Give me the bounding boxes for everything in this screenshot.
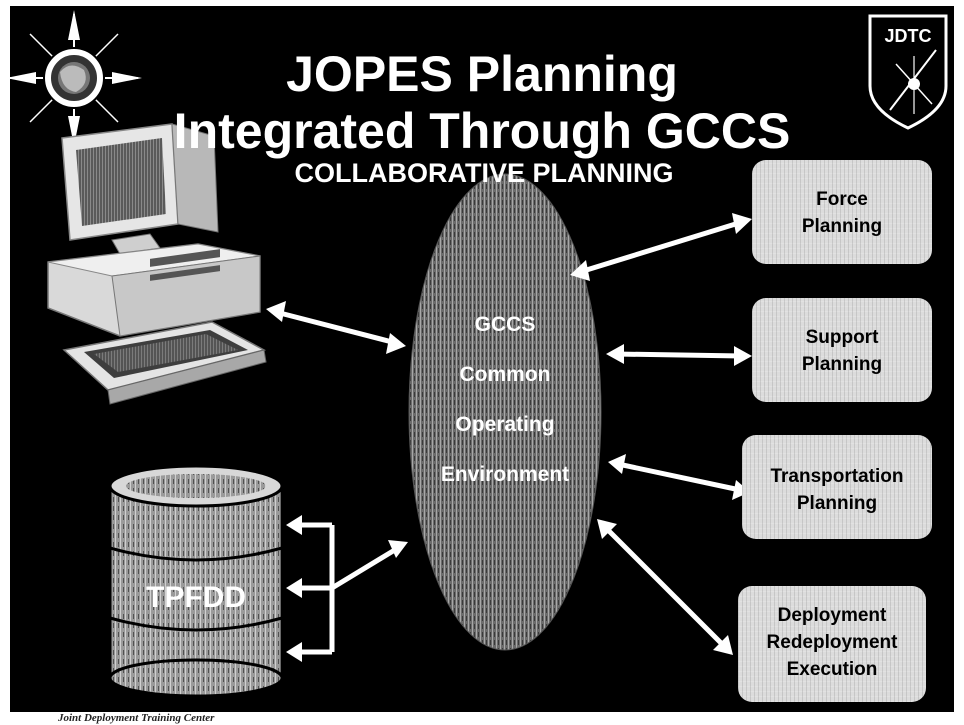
deployment-line-1: Deployment <box>777 605 887 626</box>
transportation-planning-box: Transportation Planning <box>742 435 932 539</box>
gccs-line-4: Environment <box>440 463 570 486</box>
jdtc-logo-text: JDTC <box>884 26 931 46</box>
tpfdd-database-icon <box>108 464 284 698</box>
jdtc-shield-logo: JDTC <box>868 14 948 130</box>
gccs-line-3: Operating <box>455 413 555 436</box>
deployment-link-arrow <box>597 519 733 655</box>
tpfdd-label: TPFDD <box>146 581 246 614</box>
force-link-arrow <box>570 213 752 281</box>
transportation-link-arrow <box>608 454 750 500</box>
compass-seal-icon <box>6 10 142 146</box>
gccs-line-2: Common <box>459 363 551 386</box>
tpfdd-link-arrows <box>286 515 408 662</box>
slide-subtitle: COLLABORATIVE PLANNING <box>294 158 674 188</box>
gccs-label: GCCS Common Operating Environment <box>405 300 605 500</box>
deployment-line-3: Execution <box>786 659 878 680</box>
gccs-ellipse <box>408 173 602 651</box>
force-planning-line-1: Force <box>816 189 868 210</box>
gccs-line-1: GCCS <box>474 313 536 336</box>
support-planning-box: Support Planning <box>752 298 932 402</box>
transportation-planning-line-1: Transportation <box>770 466 904 487</box>
computer-workstation-icon <box>47 123 267 405</box>
support-link-arrow <box>606 344 752 366</box>
support-planning-line-2: Planning <box>801 354 883 375</box>
slide-title-line2: Integrated Through GCCS <box>173 103 791 159</box>
deployment-execution-box: Deployment Redeployment Execution <box>738 586 926 702</box>
support-planning-line-1: Support <box>805 327 879 348</box>
slide-title-line1: JOPES Planning <box>286 46 678 102</box>
force-planning-line-2: Planning <box>801 216 883 237</box>
slide-footer: Joint Deployment Training Center <box>58 712 215 724</box>
force-planning-box: Force Planning <box>752 160 932 264</box>
computer-link-arrow <box>266 301 406 354</box>
transportation-planning-line-2: Planning <box>796 493 878 514</box>
connector-arrows <box>266 213 752 662</box>
deployment-line-2: Redeployment <box>766 632 898 653</box>
